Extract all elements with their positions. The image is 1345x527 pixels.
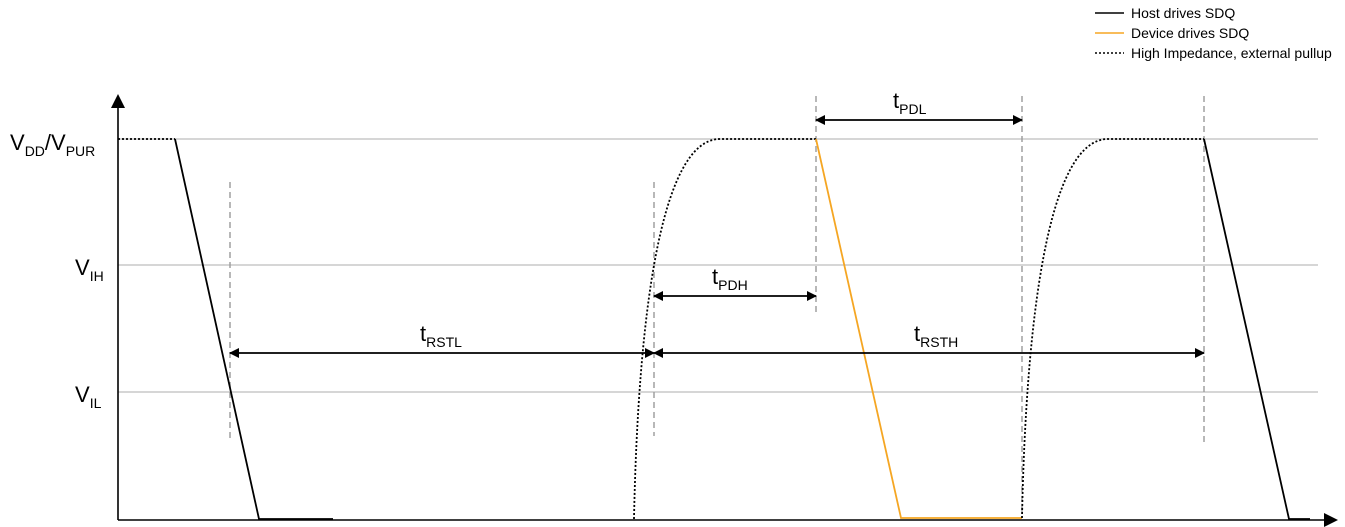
label-trsth: tRSTH — [914, 321, 958, 350]
legend-label-host: Host drives SDQ — [1131, 5, 1235, 21]
label-vpur-sub: PUR — [66, 143, 96, 159]
label-vdd-sep: /V — [45, 130, 66, 155]
legend-item-host: Host drives SDQ — [1095, 5, 1235, 21]
waveform-host-reset-low — [174, 138, 333, 520]
label-trsth-sub: RSTH — [920, 334, 958, 350]
label-trstl: tRSTL — [420, 321, 462, 350]
label-tpdl-sub: PDL — [899, 101, 926, 117]
label-vdd-vpur: VDD/VPUR — [10, 130, 95, 159]
waveform-host-drive-low — [1203, 138, 1310, 520]
label-vdd-main: V — [10, 130, 25, 155]
label-trstl-sub: RSTL — [426, 334, 462, 350]
legend-label-device: Device drives SDQ — [1131, 25, 1249, 41]
legend: Host drives SDQ Device drives SDQ High I… — [1095, 5, 1332, 61]
label-tpdh-main: t — [712, 264, 718, 289]
label-vil-main: V — [75, 382, 90, 407]
legend-item-high-impedance: High Impedance, external pullup — [1095, 45, 1332, 61]
label-vdd-sub: DD — [25, 143, 45, 159]
label-vil-sub: IL — [90, 395, 102, 411]
label-tpdl: tPDL — [893, 88, 927, 117]
label-vih-main: V — [75, 255, 90, 280]
label-vih: VIH — [75, 255, 104, 284]
waveform-pullup-rise-1 — [633, 138, 816, 520]
label-trstl-main: t — [420, 321, 426, 346]
label-tpdh-sub: PDH — [718, 277, 748, 293]
waveform-device-presence-pulse — [815, 138, 1022, 519]
label-tpdl-main: t — [893, 88, 899, 113]
label-tpdh: tPDH — [712, 264, 748, 293]
legend-item-device: Device drives SDQ — [1095, 25, 1249, 41]
waveform-pullup-rise-2 — [1021, 138, 1204, 519]
dimension-arrows — [229, 115, 1205, 358]
label-vil: VIL — [75, 382, 102, 411]
level-gridlines — [118, 138, 1318, 393]
label-trsth-main: t — [914, 321, 920, 346]
label-vih-sub: IH — [90, 268, 104, 284]
sdq-waveform — [118, 138, 1310, 520]
timing-guides — [229, 96, 1205, 516]
legend-label-high-impedance: High Impedance, external pullup — [1131, 45, 1332, 61]
